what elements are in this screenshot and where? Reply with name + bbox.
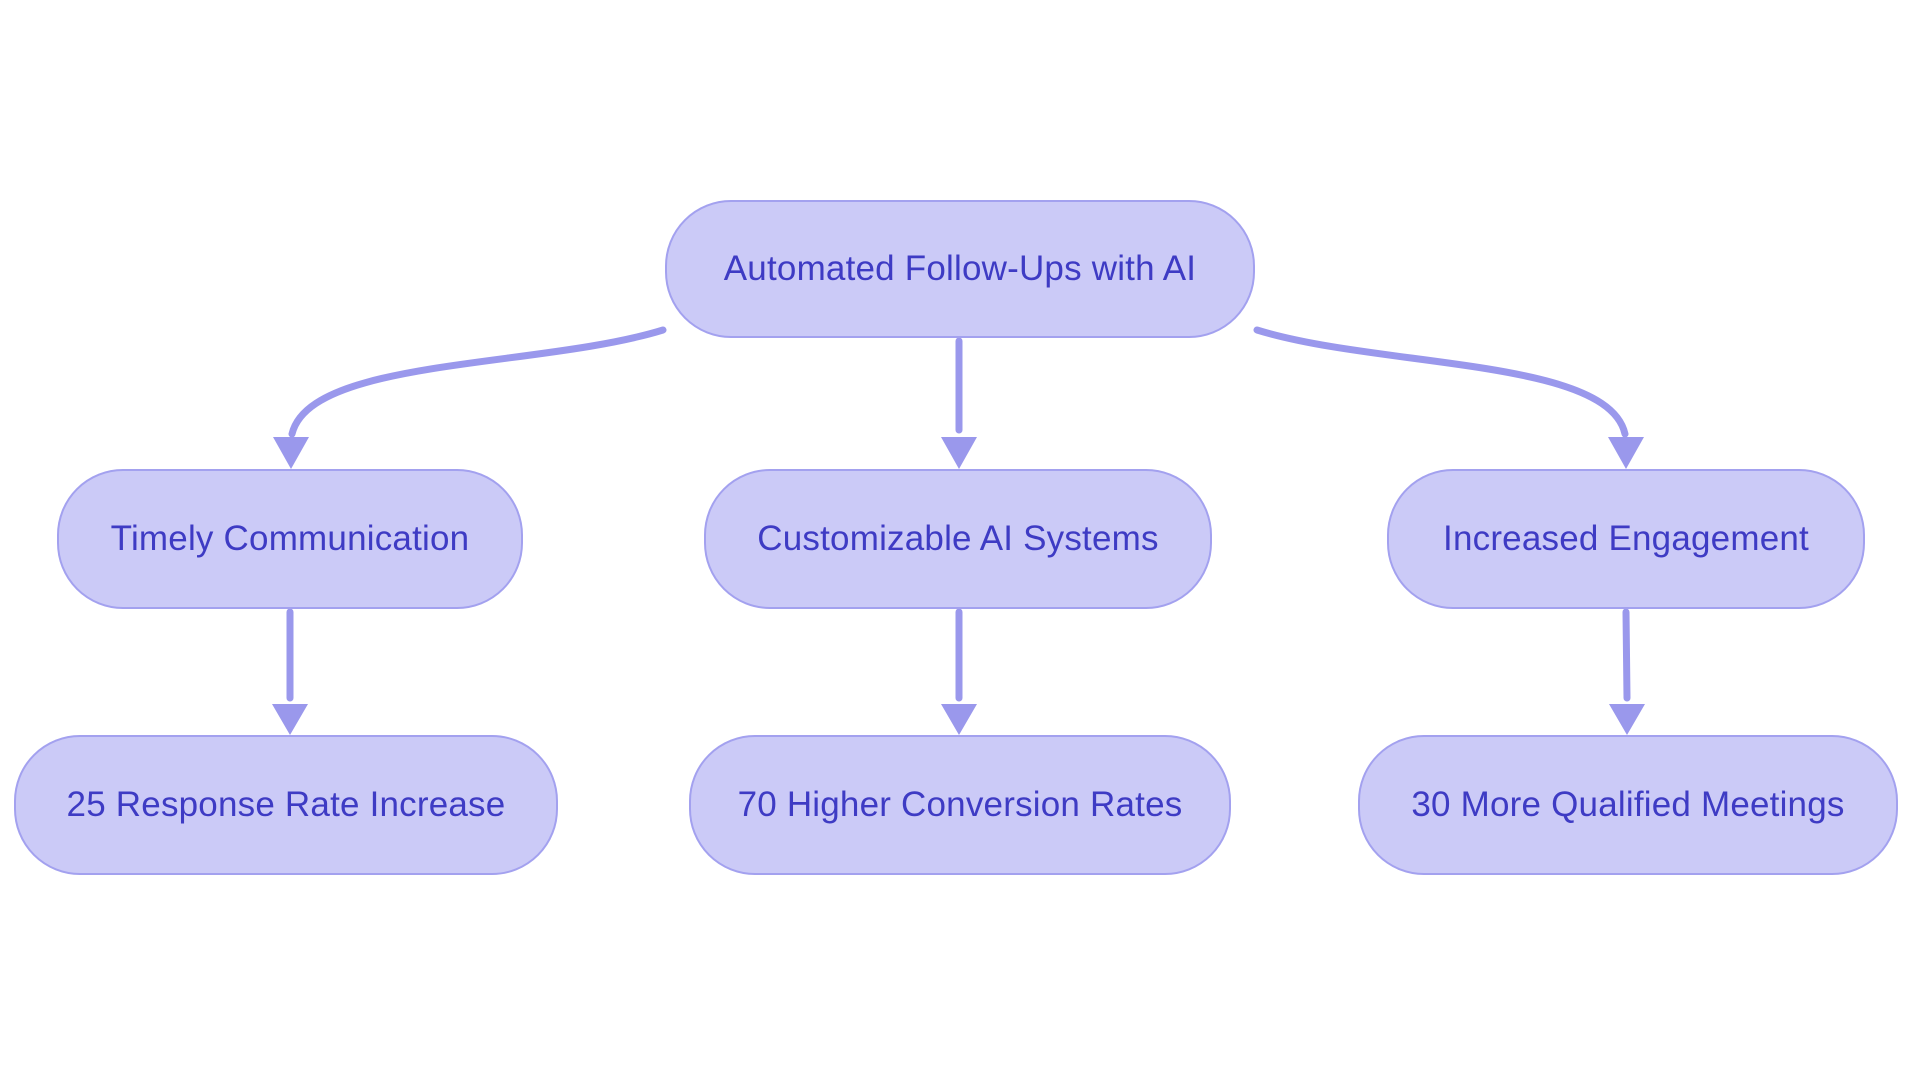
edge-engage-meetings — [1622, 608, 1631, 702]
flowchart-node-increased-engagement: Increased Engagement — [1387, 469, 1865, 609]
arrowhead-root-custom — [941, 437, 977, 469]
arrowhead-timely-response — [272, 704, 308, 735]
flowchart-node-response-rate-increase: 25 Response Rate Increase — [14, 735, 558, 875]
node-label: Automated Follow-Ups with AI — [723, 249, 1197, 288]
arrowhead-custom-conversion — [941, 704, 977, 735]
node-label: 70 Higher Conversion Rates — [737, 785, 1183, 824]
flowchart-node-customizable-ai-systems: Customizable AI Systems — [704, 469, 1212, 609]
arrowhead-root-timely — [273, 437, 309, 469]
flowchart-node-more-qualified-meetings: 30 More Qualified Meetings — [1358, 735, 1898, 875]
node-label: 30 More Qualified Meetings — [1411, 785, 1845, 824]
arrowhead-root-engage — [1608, 437, 1644, 469]
flowchart-node-higher-conversion-rates: 70 Higher Conversion Rates — [689, 735, 1231, 875]
node-label: Timely Communication — [110, 519, 470, 558]
edge-root-timely — [288, 326, 667, 438]
arrowhead-engage-meetings — [1609, 704, 1645, 735]
flowchart-node-automated-follow-ups: Automated Follow-Ups with AI — [665, 200, 1255, 338]
node-label: Increased Engagement — [1443, 519, 1809, 558]
edge-root-engage — [1253, 326, 1629, 438]
node-label: 25 Response Rate Increase — [66, 785, 506, 824]
node-label: Customizable AI Systems — [757, 519, 1159, 558]
flowchart-node-timely-communication: Timely Communication — [57, 469, 523, 609]
